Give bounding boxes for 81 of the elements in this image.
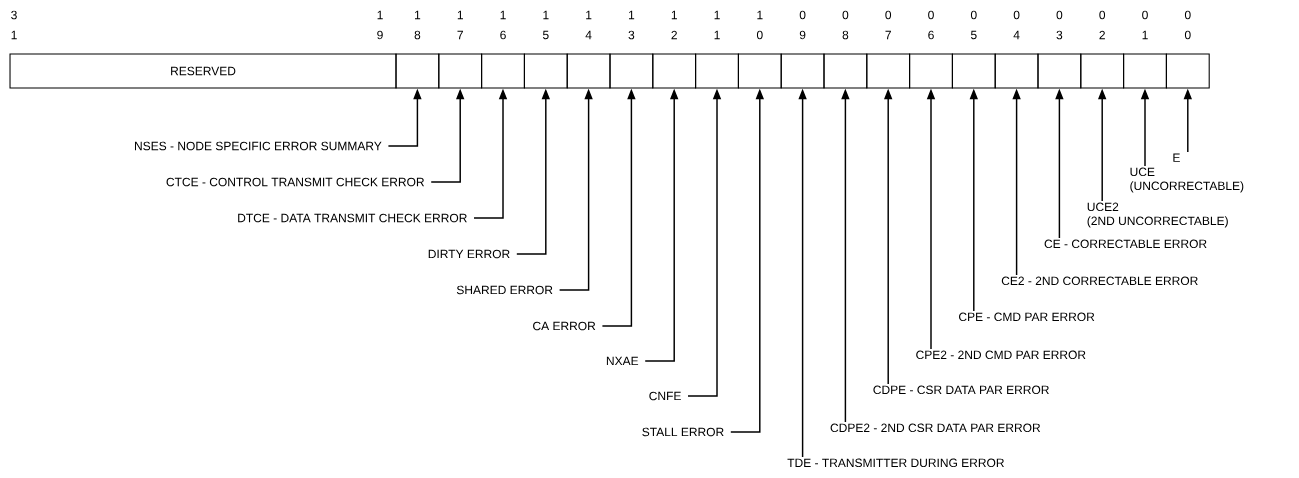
bit-cell (652, 53, 697, 89)
field-label: CE - CORRECTABLE ERROR (1044, 239, 1207, 249)
bit-number: 1 (500, 10, 506, 20)
field-label: NSES - NODE SPECIFIC ERROR SUMMARY (135, 141, 382, 151)
bit-number: 2 (671, 30, 677, 40)
field-label: E (1173, 153, 1180, 162)
field-label: CTCE - CONTROL TRANSMIT CHECK ERROR (166, 177, 425, 187)
bit-cell (866, 53, 911, 89)
bit-cell (1037, 53, 1082, 89)
bit-cell (481, 53, 525, 89)
bit-number: 1 (714, 30, 720, 40)
field-label: DIRTY ERROR (428, 249, 510, 259)
bit-number: 0 (1184, 10, 1191, 20)
field-label: CE2 - 2ND CORRECTABLE ERROR (1001, 276, 1198, 286)
bit-number: 0 (799, 10, 806, 20)
bit-number: 0 (928, 10, 934, 20)
bit-number: 9 (799, 30, 806, 40)
bit-number: 0 (756, 30, 763, 40)
field-label: DTCE - DATA TRANSMIT CHECK ERROR (238, 213, 467, 223)
bit-number: 3 (1056, 30, 1063, 40)
bit-number: 0 (1099, 10, 1106, 20)
bit-number: 0 (1056, 10, 1063, 20)
bit-number: 0 (1184, 30, 1191, 40)
bit-number: 0 (842, 10, 849, 20)
register-field: RESERVED (9, 53, 397, 89)
bit-number: 1 (415, 10, 421, 20)
field-label: CA ERROR (533, 321, 596, 331)
bit-number: 8 (842, 30, 849, 40)
bit-number: 6 (500, 30, 506, 40)
bit-number: 2 (1099, 30, 1105, 40)
bit-cell (737, 53, 782, 89)
field-label: NXAE (606, 356, 639, 366)
bit-cell (909, 53, 953, 89)
bit-cell (1123, 53, 1167, 89)
bit-number: 1 (586, 10, 592, 20)
bit-number: 1 (714, 10, 720, 20)
bit-number: 1 (629, 10, 635, 20)
bit-number: 4 (1013, 30, 1020, 40)
bit-number: 9 (377, 30, 383, 40)
bit-number: 1 (457, 10, 463, 20)
bit-number: 1 (11, 30, 17, 40)
bit-number: 7 (457, 30, 463, 40)
bit-number: 8 (414, 30, 421, 40)
field-label: UCE2 (2ND UNCORRECTABLE) (1087, 202, 1228, 228)
field-label: UCE (UNCORRECTABLE) (1130, 167, 1244, 193)
bit-number: 3 (11, 10, 17, 20)
field-label: STALL ERROR (642, 427, 724, 437)
bit-number: 4 (585, 30, 592, 40)
bit-cell (994, 53, 1039, 89)
bit-number: 1 (671, 10, 677, 20)
bit-cell (823, 53, 868, 89)
bit-cell (438, 53, 483, 89)
bit-cell (566, 53, 611, 89)
bit-cell (523, 53, 568, 89)
field-label: CPE - CMD PAR ERROR (959, 312, 1095, 322)
bit-number: 5 (970, 30, 977, 40)
bit-number: 0 (885, 10, 892, 20)
bit-number: 1 (377, 10, 383, 20)
bit-cell (1080, 53, 1125, 89)
field-label: CNFE (649, 391, 681, 401)
bit-number: 0 (970, 10, 977, 20)
bit-number: 1 (1142, 30, 1148, 40)
bit-cell (395, 53, 440, 89)
bit-cell (695, 53, 739, 89)
bit-cell (780, 53, 825, 89)
bit-number: 0 (1142, 10, 1148, 20)
bit-number: 5 (542, 30, 549, 40)
bit-cell (1165, 53, 1210, 89)
field-label: SHARED ERROR (456, 285, 553, 295)
field-label: CDPE - CSR DATA PAR ERROR (873, 385, 1049, 395)
bit-number: 3 (628, 30, 635, 40)
bit-number: 6 (928, 30, 934, 40)
field-label: CPE2 - 2ND CMD PAR ERROR (916, 350, 1086, 360)
bit-number: 1 (543, 10, 549, 20)
bit-cell (951, 53, 996, 89)
bit-number: 1 (757, 10, 763, 20)
bit-number: 0 (1013, 10, 1020, 20)
bit-cell (609, 53, 654, 89)
field-label: TDE - TRANSMITTER DURING ERROR (787, 458, 1004, 468)
bit-number: 7 (885, 30, 891, 40)
field-label: CDPE2 - 2ND CSR DATA PAR ERROR (830, 423, 1041, 433)
